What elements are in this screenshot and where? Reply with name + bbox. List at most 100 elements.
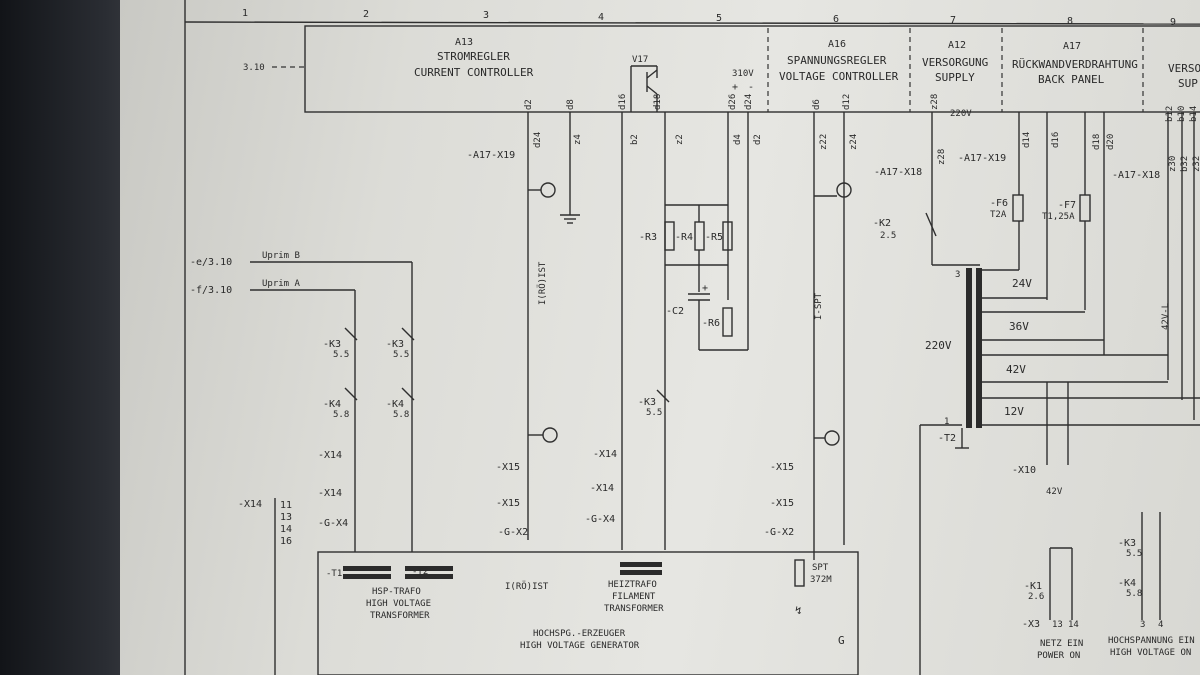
pin-label: z28 — [930, 94, 940, 110]
winding-number: 1 — [944, 417, 949, 427]
connector-label: -A17-X19 — [958, 153, 1006, 164]
fuse-value: T1,25A — [1042, 212, 1075, 222]
pin-label: b2 — [630, 134, 640, 145]
module-title-en: VOLTAGE CONTROLLER — [779, 70, 899, 83]
connector-label: -X14 — [318, 488, 342, 499]
relay-ref: 2.6 — [1028, 592, 1044, 602]
fuse-f7 — [1079, 194, 1091, 222]
relay-contact — [401, 327, 415, 341]
connector-label: -X15 — [496, 462, 520, 473]
column-number: 6 — [833, 14, 839, 25]
resistor-r6 — [722, 307, 733, 337]
relay-label: -K4 — [323, 399, 341, 410]
pin-label: d6 — [812, 99, 822, 110]
pin-label: d18 — [1092, 134, 1102, 150]
signal-wires — [527, 112, 1195, 560]
connector-label: -X15 — [770, 498, 794, 509]
relay-ref: 5.5 — [1126, 549, 1142, 559]
column-header-border — [184, 21, 1200, 25]
module-id: A13 — [455, 37, 473, 48]
sensor-resistor — [794, 559, 805, 587]
fuse-label: -F7 — [1058, 200, 1076, 211]
signal-label: 42V-L — [1161, 303, 1171, 330]
connector-label: -A17-X18 — [874, 167, 922, 178]
relay-label: -K2 — [873, 218, 891, 229]
signal-label: I(RÖ)IST — [505, 581, 549, 592]
relay-label: -K4 — [1118, 578, 1136, 589]
resistor-label: -R6 — [702, 318, 720, 329]
button-label: HOCHSPANNUNG EIN — [1108, 636, 1195, 646]
relay-ref: 5.5 — [646, 408, 662, 418]
transformer-label: -T2 — [938, 433, 956, 444]
pin-label: z2 — [675, 134, 685, 145]
relay-label: -K3 — [638, 397, 656, 408]
transformer-core — [405, 574, 453, 579]
pin-label: d2 — [524, 99, 534, 110]
pin-label: d8 — [566, 99, 576, 110]
relay-ref: 5.5 — [333, 350, 349, 360]
relay-contact — [656, 389, 670, 403]
button-label: HIGH VOLTAGE ON — [1110, 648, 1191, 658]
pin-label: z28 — [937, 149, 947, 165]
voltage-label: 310V — [732, 69, 754, 79]
pin-label: 4 — [1158, 620, 1163, 630]
module-id: A17 — [1063, 41, 1081, 52]
button-label: NETZ EIN — [1040, 639, 1083, 649]
pin-label: d26 — [728, 94, 738, 110]
generator-title: HOCHSPG.-ERZEUGER — [533, 629, 626, 639]
ref-label: -e/3.10 — [190, 257, 232, 268]
transformer-core — [620, 562, 662, 567]
transformer-title: HSP-TRAFO — [372, 587, 421, 597]
test-point — [836, 182, 852, 198]
pin-label: d24 — [744, 94, 754, 110]
transformer-core — [343, 574, 391, 579]
transistor-emitter — [646, 85, 658, 95]
pin-label: b32 — [1180, 156, 1190, 172]
fuse-label: -F6 — [990, 198, 1008, 209]
pin-label: z4 — [573, 134, 583, 145]
plus-sign: + — [702, 283, 708, 294]
connector-pin-labels: d24 z4 b2 z2 d4 d2 z22 z24 z28 d14 d16 d… — [533, 132, 1200, 172]
resistor-r5 — [722, 221, 733, 251]
voltage-label: 36V — [1009, 320, 1029, 333]
connector-label: -X10 — [1012, 465, 1036, 476]
column-number: 4 — [598, 12, 604, 23]
module-id: A12 — [948, 40, 966, 51]
pin-label: 13 — [1052, 620, 1063, 630]
signal-label: I(RÖ)IST — [537, 261, 548, 305]
relay-label: -K3 — [323, 339, 341, 350]
pin-label: d4 — [733, 134, 743, 145]
pin-label: d16 — [618, 94, 628, 110]
transformer-title: FILAMENT — [612, 592, 656, 602]
plus-sign: + — [732, 82, 738, 93]
resistor-label: -R4 — [675, 232, 693, 243]
module-title-en: SUP — [1178, 77, 1198, 90]
pin-label: d18 — [653, 94, 663, 110]
connector-label: -X3 — [1022, 619, 1040, 630]
connector-label: -X15 — [496, 498, 520, 509]
connector-label: -A17-X19 — [467, 150, 515, 161]
column-number: 1 — [242, 8, 248, 19]
relay-ref: 5.5 — [393, 350, 409, 360]
transformer-core — [620, 570, 662, 575]
relay-ref: 5.8 — [1126, 589, 1142, 599]
relay-contact — [401, 387, 415, 401]
column-number: 2 — [363, 9, 369, 20]
relay-label: -K4 — [386, 399, 404, 410]
pin-label: d16 — [1051, 132, 1061, 148]
column-number: 8 — [1067, 16, 1073, 27]
connector-label: -G-X4 — [318, 518, 348, 529]
voltage-label: 12V — [1004, 405, 1024, 418]
module-title-en: BACK PANEL — [1038, 73, 1105, 86]
connector-label: -G-X2 — [498, 527, 528, 538]
generator-letter: G — [838, 634, 845, 647]
test-point — [824, 430, 840, 446]
pin-label: d12 — [842, 94, 852, 110]
pin-label: z24 — [849, 134, 859, 150]
relay-ref: 5.8 — [333, 410, 349, 420]
ref-label: 3.10 — [243, 63, 265, 73]
generator-box — [317, 551, 859, 675]
pin-label: z32 — [1192, 156, 1200, 172]
